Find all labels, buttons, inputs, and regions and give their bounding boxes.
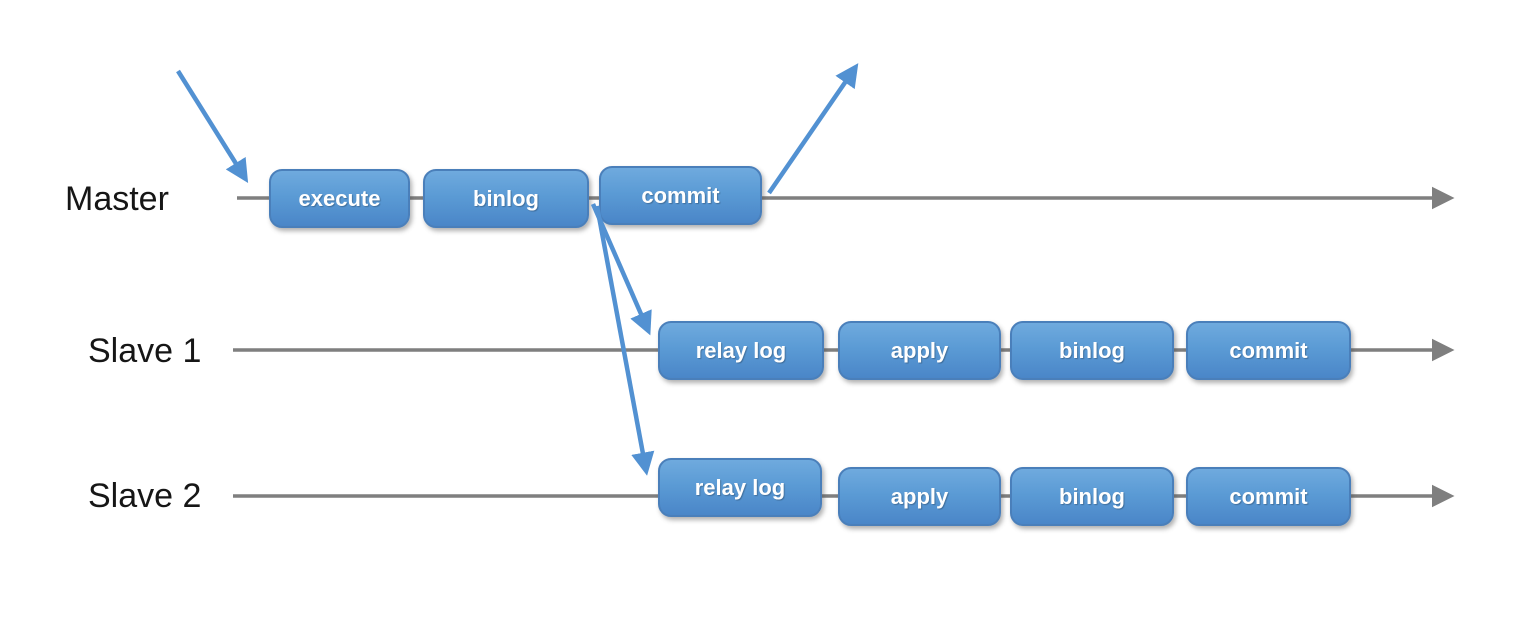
box-master-binlog: binlog <box>423 169 589 228</box>
lane-label-master: Master <box>65 180 169 218</box>
box-slave2-apply-label: apply <box>890 483 949 509</box>
box-slave1-binlog: binlog <box>1010 321 1174 380</box>
box-master-execute-label: execute <box>298 185 381 211</box>
box-master-execute: execute <box>269 169 410 228</box>
incoming-request-arrow <box>176 69 249 183</box>
box-slave1-commit: commit <box>1186 321 1351 380</box>
box-slave2-relaylog-label: relay log <box>694 474 786 500</box>
box-slave1-commit-label: commit <box>1229 337 1308 363</box>
box-master-commit: commit <box>599 166 762 225</box>
box-slave2-commit: commit <box>1186 467 1351 526</box>
commit-response-arrow <box>767 63 859 195</box>
box-slave2-binlog-label: binlog <box>1059 483 1125 509</box>
box-slave2-apply: apply <box>838 467 1001 526</box>
box-master-commit-label: commit <box>641 182 720 208</box>
box-slave1-relaylog-label: relay log <box>695 337 787 363</box>
lane-label-slave2: Slave 2 <box>88 477 202 515</box>
box-slave1-relaylog: relay log <box>658 321 824 380</box>
box-slave2-binlog: binlog <box>1010 467 1174 526</box>
box-slave2-commit-label: commit <box>1229 483 1308 509</box>
box-slave1-apply-label: apply <box>890 337 949 363</box>
box-master-binlog-label: binlog <box>473 185 539 211</box>
binlog-to-slave2-arrow <box>594 205 655 476</box>
box-slave2-relaylog: relay log <box>658 458 822 517</box>
lane-label-slave1: Slave 1 <box>88 332 202 370</box>
box-slave1-apply: apply <box>838 321 1001 380</box>
box-slave1-binlog-label: binlog <box>1059 337 1125 363</box>
